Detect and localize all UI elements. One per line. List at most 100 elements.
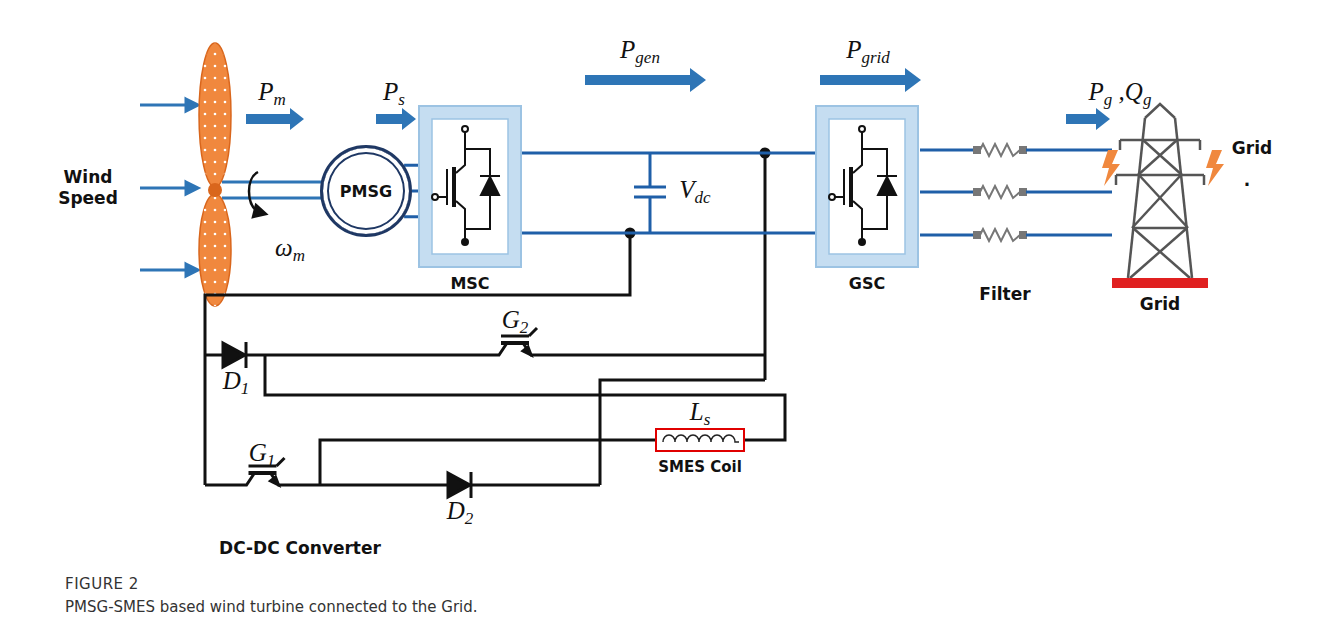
filter-resistor: [1026, 149, 1112, 152]
symbol-stroke: [853, 132, 862, 173]
dc-dc-converter-wiring: [205, 233, 630, 485]
symbol-stroke: [829, 194, 835, 200]
dc-dc-converter-wiring: [764, 153, 767, 380]
figure-caption: PMSG-SMES based wind turbine connected t…: [65, 598, 478, 616]
converter-box: GSC: [815, 105, 919, 268]
signal-label: G1: [249, 439, 276, 471]
shaft: [222, 197, 324, 200]
power-wire: [522, 152, 815, 155]
power-wire: [522, 153, 815, 233]
dc-dc-converter-wiring: [246, 354, 265, 357]
symbol-stroke: [849, 167, 853, 207]
smes-coil: SMES Coil: [655, 428, 745, 452]
dc-link-capacitor: [649, 197, 652, 233]
turbine-blades: [208, 183, 222, 197]
grid-tower: [1138, 140, 1177, 175]
symbol-stroke: [465, 195, 490, 229]
dc-dc-converter-wiring: [223, 343, 245, 367]
signal-label: Ls: [690, 398, 711, 430]
signal-label: ωm: [275, 234, 305, 266]
symbol-stroke: [432, 119, 508, 254]
grid-tower: [1128, 118, 1145, 278]
dc-dc-converter-wiring: [600, 380, 765, 485]
symbol-stroke: [432, 194, 438, 200]
dc-dc-converter-wiring: [265, 355, 785, 440]
part-label: DC-DC Converter: [219, 538, 381, 558]
dc-link-capacitor: [649, 153, 652, 187]
turbine-blades: [199, 43, 231, 306]
signal-label: Pg ,Qg: [1089, 78, 1152, 110]
dc-dc-converter-wiring: [523, 347, 531, 355]
power-wire: [404, 215, 418, 218]
turbine-blades: [199, 194, 231, 306]
lightning-bolt: [1102, 150, 1224, 186]
turbine-blades: [199, 43, 231, 187]
wind-arrow: [186, 99, 198, 111]
shaft: [222, 182, 324, 198]
symbol-stroke: [462, 239, 468, 245]
dc-link-capacitor: [634, 153, 666, 233]
grid-tower: [1199, 140, 1202, 150]
converter-box: MSC: [418, 105, 522, 268]
grid-tower: [1120, 139, 1200, 142]
grid-tower: [1119, 140, 1122, 150]
symbol-stroke: [877, 175, 897, 177]
grid-tower: [1143, 140, 1182, 175]
power-wire: [404, 164, 418, 167]
symbol-stroke: [446, 169, 448, 205]
filter-resistor: [974, 147, 980, 153]
node-label: MSC: [450, 274, 489, 293]
signal-label: Vdc: [679, 176, 710, 208]
node-label: PMSG: [340, 182, 392, 201]
symbol-stroke: [462, 126, 468, 132]
symbol-stroke: [843, 169, 845, 205]
rotation-arrow: [249, 172, 266, 217]
symbol-stroke: [438, 196, 447, 198]
symbol-stroke: [432, 126, 500, 245]
symbol-stroke: [829, 119, 905, 254]
grid-tower: [1133, 228, 1190, 278]
filter-resistor: [1020, 147, 1026, 153]
part-label: Grid: [1140, 294, 1180, 314]
power-arrow: [246, 108, 304, 130]
dc-dc-converter-wiring: [271, 473, 321, 485]
shaft: [222, 181, 324, 184]
symbol-stroke: [456, 132, 465, 173]
power-arrow: [376, 108, 416, 130]
signal-label: D1: [223, 367, 250, 399]
filter-resistor: [1026, 191, 1112, 194]
filter-resistor: [920, 234, 978, 237]
part-label: Grid: [1232, 138, 1272, 158]
dc-dc-converter-wiring: [448, 473, 470, 497]
part-label: FIGURE 2: [65, 575, 139, 593]
filter-resistor: [980, 229, 1020, 241]
filter-resistor: [974, 232, 980, 238]
signal-label: Pm: [258, 78, 286, 110]
filter-resistor: [1020, 189, 1026, 195]
signal-label: Pgrid: [846, 36, 890, 68]
filter-resistor: [980, 186, 1020, 198]
wind-arrow: [140, 187, 188, 190]
filter-resistor: [974, 189, 980, 195]
dc-dc-converter-wiring: [320, 440, 655, 485]
part-label: Wind Speed: [48, 167, 128, 210]
filter-resistor: [1026, 234, 1112, 237]
rotation-arrow: [253, 205, 266, 217]
symbol-stroke: [862, 149, 887, 175]
grid-tower: [1175, 118, 1192, 278]
symbol-stroke: [835, 196, 844, 198]
symbol-stroke: [853, 201, 862, 242]
signal-label: Pgen: [620, 36, 660, 68]
dc-link-capacitor: [634, 186, 666, 189]
symbol-stroke: [480, 175, 500, 177]
symbol-stroke: [663, 435, 739, 442]
power-arrow: [820, 68, 921, 92]
grid-tower: [1132, 175, 1181, 228]
dc-dc-converter-wiring: [265, 343, 507, 355]
dc-dc-converter-wiring: [277, 458, 285, 466]
grid-tower: [1139, 175, 1188, 228]
power-arrow: [246, 68, 1110, 130]
lightning-bolt: [1206, 150, 1224, 186]
switch-symbol: [817, 107, 917, 266]
